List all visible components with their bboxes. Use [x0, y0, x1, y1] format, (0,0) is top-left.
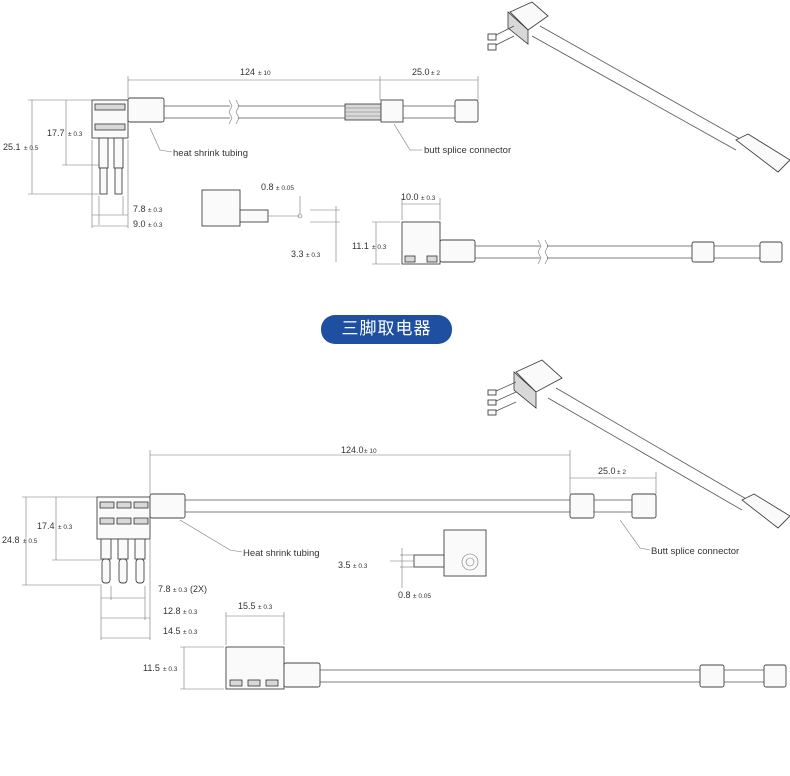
bottom-len-main-tol: ± 10 — [364, 448, 377, 455]
bottom-blade — [117, 538, 129, 560]
bottom-rot-heat-shrink — [283, 662, 321, 688]
bottom-h-body: 17.4 — [37, 521, 55, 531]
bottom-label-heat: Heat shrink tubing — [243, 548, 320, 559]
top-h-side-tol: ± 0.3 — [372, 244, 387, 251]
top-w-top: 10.0 — [401, 192, 419, 202]
bottom-w-blade-suffix: (2X) — [190, 584, 207, 594]
top-label-butt: butt splice connector — [424, 145, 511, 156]
bottom-blade — [100, 538, 112, 560]
bottom-iso-body — [515, 359, 563, 393]
bottom-h-side: 11.5 — [143, 663, 160, 673]
top-fuse-slot — [94, 123, 126, 131]
title-banner: 三脚取电器 — [321, 315, 452, 344]
top-h-body: 17.7 — [47, 128, 65, 138]
top-fuse-slot — [94, 103, 126, 111]
bottom-w-blade: 7.8 — [158, 584, 171, 594]
bottom-w-body-tol: ± 0.3 — [183, 629, 198, 636]
top-h-body-tol: ± 0.3 — [68, 131, 83, 138]
top-rot-butt — [691, 241, 715, 263]
bottom-thick: 0.8 — [398, 590, 411, 600]
bottom-t-blade: 3.5 — [338, 560, 351, 570]
top-rot-heat-shrink — [439, 239, 476, 263]
top-h-side: 11.1 — [352, 241, 369, 251]
top-len-splice-tol: ± 2 — [431, 70, 440, 77]
bottom-t-blade-tol: ± 0.3 — [353, 563, 368, 570]
top-side-body — [201, 189, 241, 227]
bottom-w-body: 14.5 — [163, 626, 181, 636]
top-blade-tip — [99, 167, 108, 195]
top-thick-tol: ± 0.05 — [276, 185, 294, 192]
top-rotated-view: 10.0 ± 0.3 11.1 ± 0.3 — [352, 192, 783, 265]
top-thick: 0.8 — [261, 182, 274, 192]
top-h-total: 25.1 — [3, 142, 21, 152]
bottom-rotated-view: 15.5 ± 0.3 11.5 ± 0.3 — [143, 601, 787, 690]
bottom-label-butt: Butt splice connector — [651, 546, 739, 557]
bottom-w-blade-tol: ± 0.3 — [173, 587, 188, 594]
bottom-len-main: 124.0 — [341, 445, 364, 455]
bottom-h-side-tol: ± 0.3 — [163, 666, 178, 673]
bottom-rot-butt — [699, 664, 725, 688]
top-len-main: 124 — [240, 67, 255, 77]
bottom-h-total-tol: ± 0.5 — [23, 538, 38, 545]
bottom-heat-shrink — [149, 493, 186, 519]
bottom-front-view — [22, 450, 657, 640]
top-dim-texts: 124 ± 10 25.0 ± 2 25.1 ± 0.5 17.7 ± 0.3 … — [3, 67, 511, 229]
top-heat-shrink — [127, 97, 165, 123]
bottom-blade — [134, 538, 146, 560]
bottom-isometric-view — [487, 359, 790, 529]
bottom-side-body — [443, 529, 487, 577]
top-t-blade: 3.3 — [291, 249, 304, 259]
bottom-len-splice: 25.0 — [598, 466, 616, 476]
bottom-len-splice-tol: ± 2 — [617, 469, 626, 476]
bottom-dim-texts: 124.0 ± 10 25.0 ± 2 24.8 ± 0.5 17.4 ± 0.… — [2, 445, 739, 636]
top-blade-right — [113, 137, 124, 169]
top-iso-body — [509, 1, 549, 31]
bottom-w-top-tol: ± 0.3 — [258, 604, 273, 611]
top-side-blade — [239, 209, 269, 223]
bottom-h-total: 24.8 — [2, 535, 20, 545]
bottom-h-body-tol: ± 0.3 — [58, 524, 73, 531]
top-len-main-tol: ± 10 — [258, 70, 271, 77]
top-isometric-view — [487, 1, 790, 173]
top-w-blade-tol: ± 0.3 — [148, 207, 163, 214]
bottom-w-mid: 12.8 — [163, 606, 181, 616]
bottom-butt-end — [631, 493, 657, 519]
bottom-thick-tol: ± 0.05 — [413, 593, 431, 600]
top-len-splice: 25.0 — [412, 67, 430, 77]
bottom-side-view: 3.5 ± 0.3 0.8 ± 0.05 — [338, 529, 487, 600]
top-blade-left — [98, 137, 109, 169]
bottom-butt-body — [569, 493, 595, 519]
bottom-w-top: 15.5 — [238, 601, 256, 611]
top-butt-body — [380, 99, 404, 123]
bottom-side-blade — [413, 554, 445, 568]
top-h-total-tol: ± 0.5 — [24, 145, 39, 152]
top-t-blade-tol: ± 0.3 — [306, 252, 321, 259]
top-rot-butt-end — [759, 241, 783, 263]
top-label-heat: heat shrink tubing — [173, 148, 248, 159]
top-blade-tip — [114, 167, 123, 195]
bottom-rot-butt-end — [763, 664, 787, 688]
top-w-body-tol: ± 0.3 — [148, 222, 163, 229]
top-side-view: 0.8 ± 0.05 3.3 ± 0.3 — [201, 182, 340, 262]
top-butt-end — [454, 99, 479, 123]
bottom-w-mid-tol: ± 0.3 — [183, 609, 198, 616]
top-w-blade: 7.8 — [133, 204, 146, 214]
top-w-top-tol: ± 0.3 — [421, 195, 436, 202]
top-w-body: 9.0 — [133, 219, 146, 229]
top-front-view — [28, 76, 479, 228]
